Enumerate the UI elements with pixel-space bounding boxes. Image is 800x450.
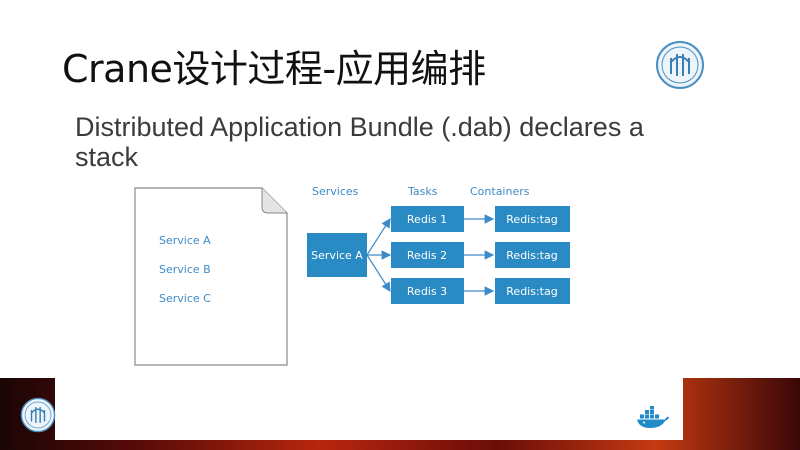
dab-document bbox=[134, 187, 288, 366]
slide-title: Crane设计过程-应用编排 bbox=[62, 47, 486, 91]
header-tasks: Tasks bbox=[407, 185, 438, 198]
task-node bbox=[391, 278, 464, 304]
service-node-label: Service A bbox=[311, 249, 363, 262]
university-seal-icon bbox=[20, 397, 56, 433]
container-node bbox=[495, 278, 570, 304]
arrow-service-to-redis3 bbox=[366, 254, 391, 293]
container-node bbox=[495, 242, 570, 268]
task-node bbox=[391, 242, 464, 268]
task-node-label: Redis 2 bbox=[407, 249, 447, 262]
task-node-label: Redis 3 bbox=[407, 285, 447, 298]
arrow-service-to-redis1 bbox=[366, 217, 391, 256]
document-item-service-c: Service C bbox=[159, 292, 211, 305]
container-node-label: Redis:tag bbox=[506, 213, 557, 226]
container-node bbox=[495, 206, 570, 232]
docker-whale-icon bbox=[637, 406, 669, 428]
service-node bbox=[307, 233, 367, 277]
document-item-service-b: Service B bbox=[159, 263, 211, 276]
university-seal-icon bbox=[656, 41, 704, 89]
task-node bbox=[391, 206, 464, 232]
container-node-label: Redis:tag bbox=[506, 249, 557, 262]
task-node-label: Redis 1 bbox=[407, 213, 447, 226]
container-node-label: Redis:tag bbox=[506, 285, 557, 298]
header-containers: Containers bbox=[470, 185, 530, 198]
footer-white-panel bbox=[55, 378, 683, 440]
header-services: Services bbox=[312, 185, 359, 198]
slide-subtitle: Distributed Application Bundle (.dab) de… bbox=[75, 112, 644, 172]
document-item-service-a: Service A bbox=[159, 234, 211, 247]
